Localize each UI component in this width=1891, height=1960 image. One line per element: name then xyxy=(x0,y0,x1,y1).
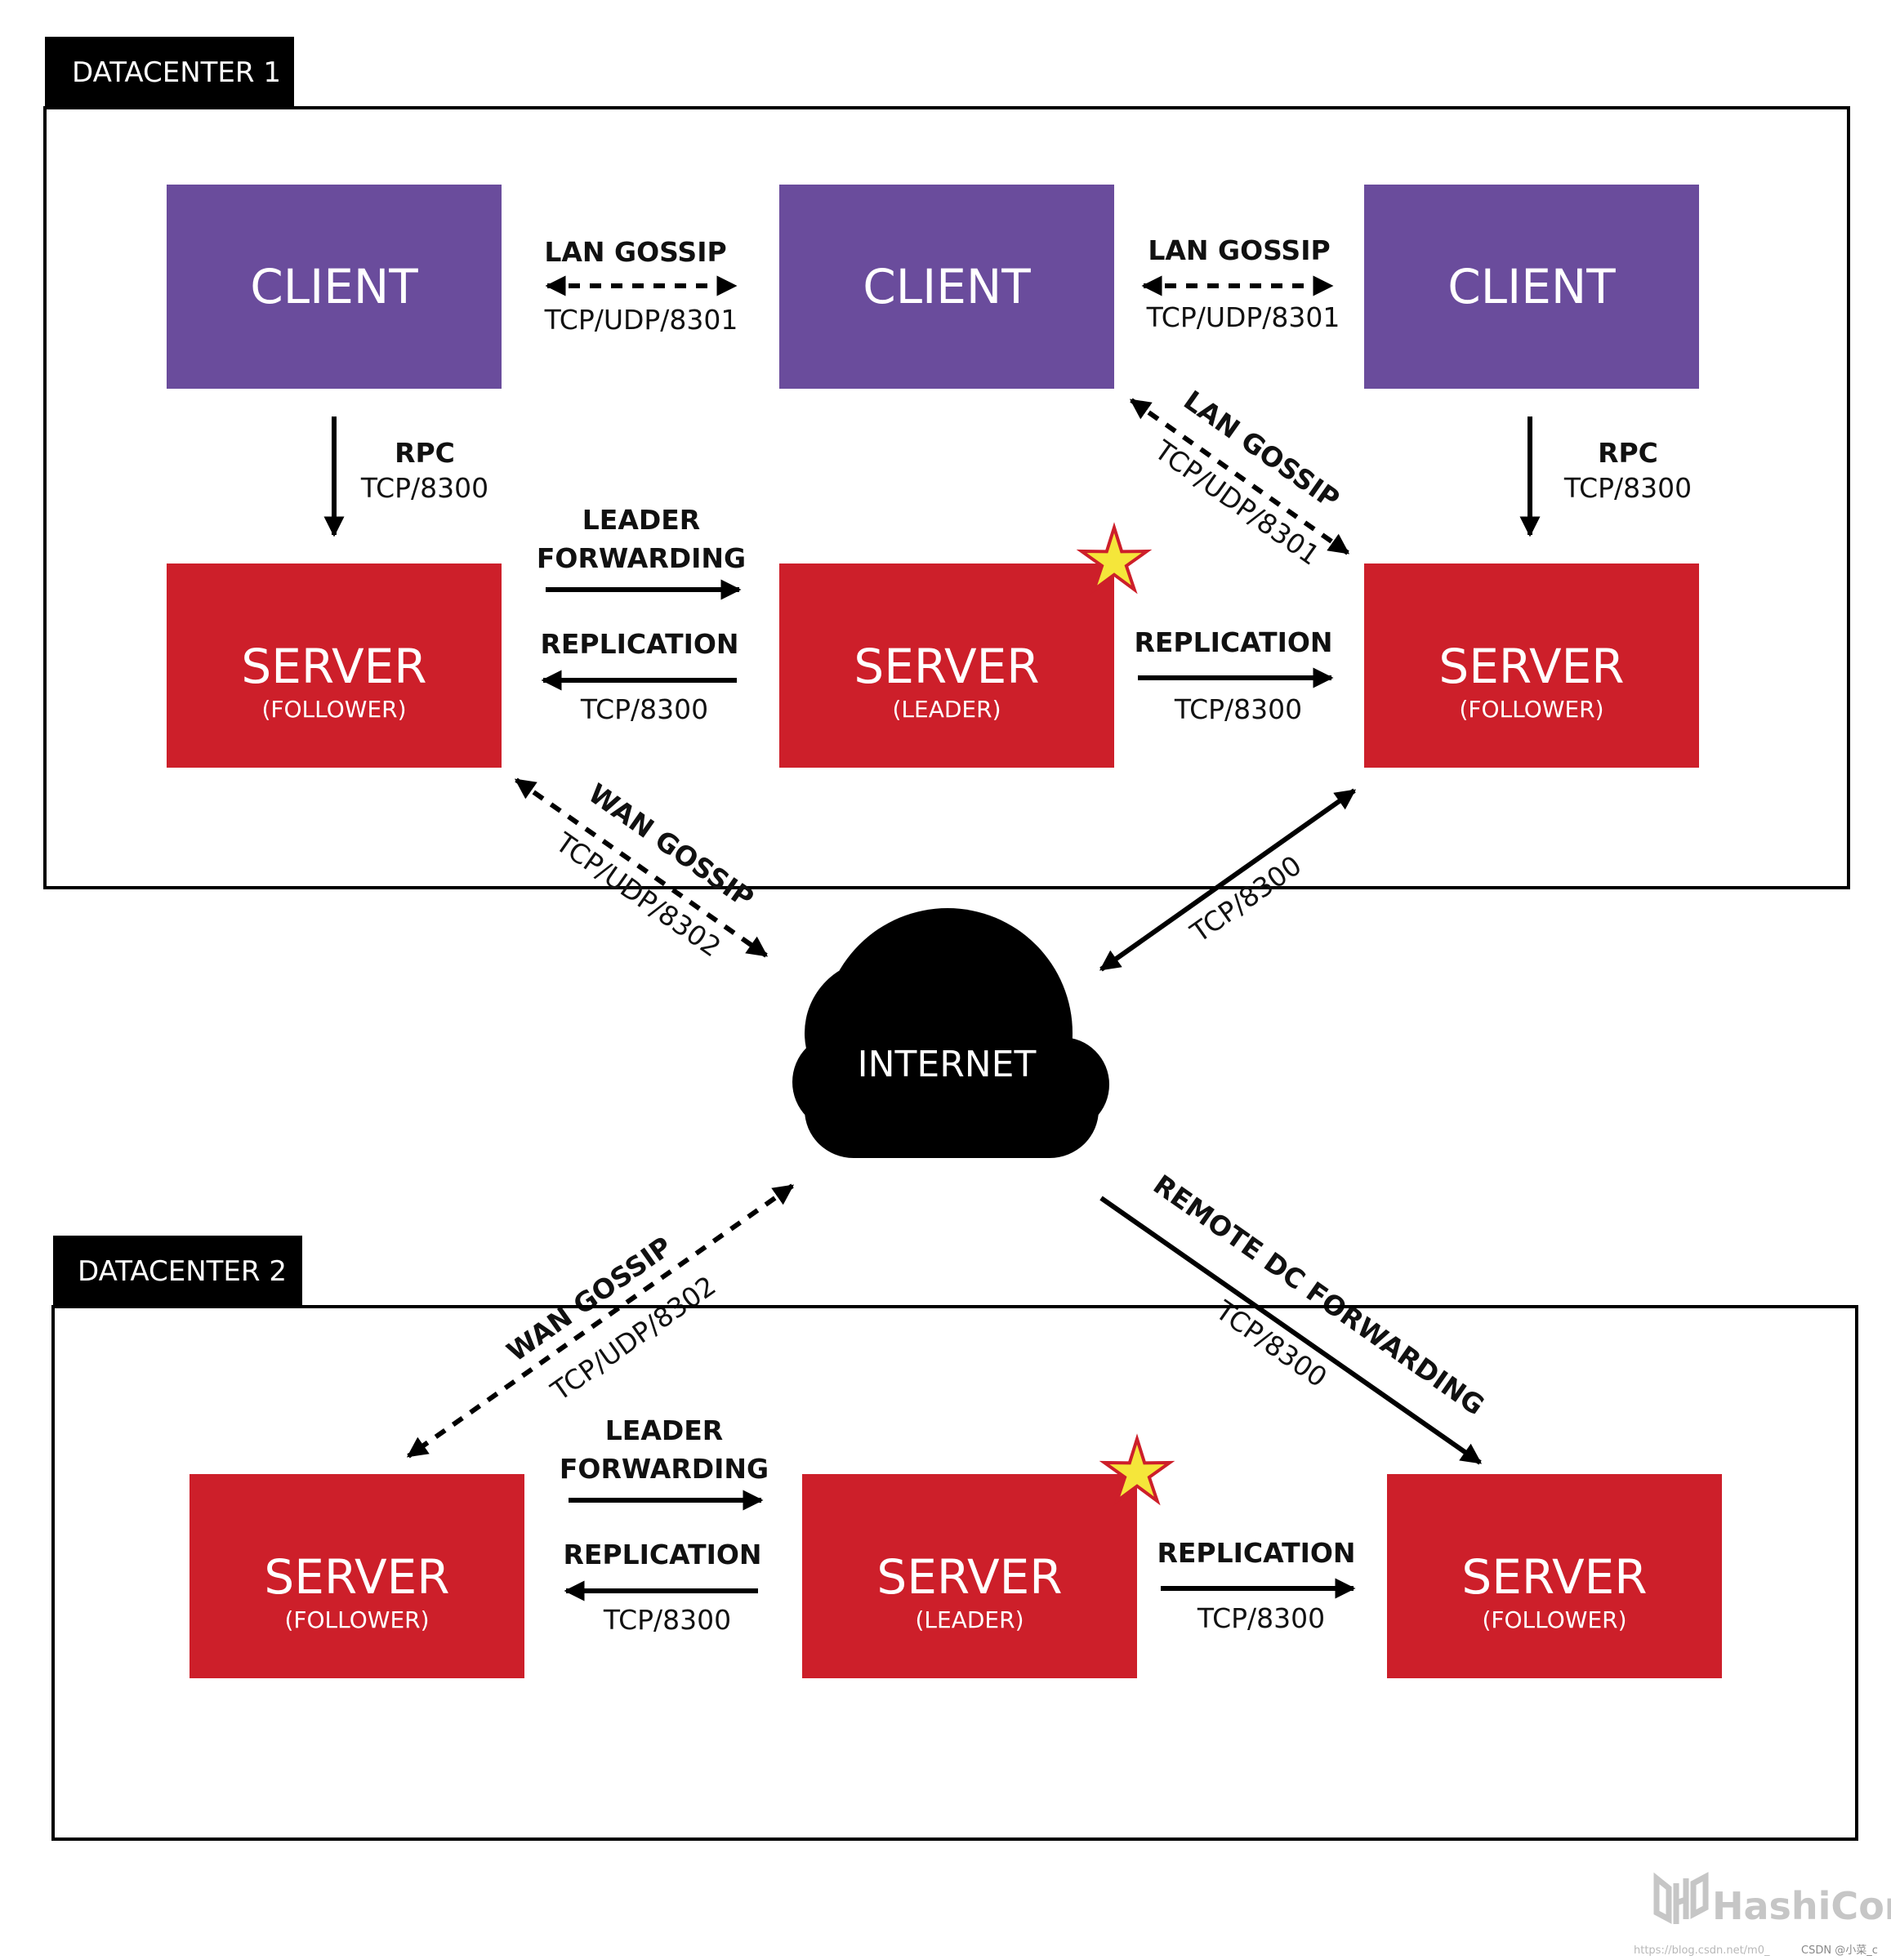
dc2-server-box-follower-left xyxy=(190,1474,524,1678)
client-2-title: CLIENT xyxy=(863,259,1031,314)
dc1-server-box-leader xyxy=(779,564,1114,768)
internet-label: INTERNET xyxy=(858,1044,1037,1085)
dc1-replication-right-label: REPLICATION xyxy=(1134,626,1332,658)
dc1-server-2-role: (LEADER) xyxy=(893,696,1001,723)
lan-gossip-diagonal-port: TCP/UDP/8301 xyxy=(1148,434,1326,572)
lan-gossip-right-port: TCP/UDP/8301 xyxy=(1146,301,1340,333)
remote-dc-forwarding-arrow xyxy=(1099,1196,1483,1465)
datacenter-1-tab xyxy=(45,37,294,109)
dc1-server-3-title: SERVER xyxy=(1438,639,1624,694)
lan-gossip-left-port: TCP/UDP/8301 xyxy=(544,304,738,336)
rpc-left-port: TCP/8300 xyxy=(360,472,488,504)
dc1-server-1-role: (FOLLOWER) xyxy=(261,696,406,723)
dc1-replication-left-port: TCP/8300 xyxy=(580,693,708,725)
dc1-leader-forwarding-line1: LEADER xyxy=(582,504,700,536)
hashicorp-logo-text: HashiCorp xyxy=(1712,1884,1891,1928)
hashicorp-logo: HashiCorp xyxy=(1653,1872,1891,1928)
dc2-replication-right-label: REPLICATION xyxy=(1157,1537,1355,1569)
rpc-left-label: RPC xyxy=(395,437,455,469)
dc2-replication-right-port: TCP/8300 xyxy=(1197,1602,1325,1634)
dc2-leader-star-icon xyxy=(1099,1433,1175,1506)
dc2-server-box-follower-right xyxy=(1387,1474,1722,1678)
dc1-server-box-follower-left xyxy=(167,564,502,768)
client-box-2 xyxy=(779,185,1114,389)
dc1-replication-left-label: REPLICATION xyxy=(540,628,738,660)
lan-gossip-diagonal-arrow xyxy=(1129,398,1350,555)
hashicorp-logo-icon xyxy=(1653,1872,1709,1924)
dc2-server-3-title: SERVER xyxy=(1461,1549,1647,1605)
internet: INTERNET WAN GOSSIP TCP/UDP/8302 TCP/830… xyxy=(406,777,1490,1465)
dc2-server-2-title: SERVER xyxy=(876,1549,1062,1605)
rpc-right-port: TCP/8300 xyxy=(1563,472,1692,504)
lan-gossip-right-label: LAN GOSSIP xyxy=(1148,234,1330,266)
client-box-1 xyxy=(167,185,502,389)
dc1-server-box-follower-right xyxy=(1364,564,1699,768)
dc1-server-1-title: SERVER xyxy=(241,639,426,694)
rpc-right-label: RPC xyxy=(1598,437,1658,469)
dc1-server-2-title: SERVER xyxy=(854,639,1039,694)
dc2-server-box-leader xyxy=(802,1474,1137,1678)
client-1-title: CLIENT xyxy=(250,259,418,314)
dc1-replication-right-port: TCP/8300 xyxy=(1174,693,1302,725)
client-box-3 xyxy=(1364,185,1699,389)
client-3-title: CLIENT xyxy=(1447,259,1616,314)
dc2-leader-forwarding-line2: FORWARDING xyxy=(560,1453,769,1485)
dc2-server-1-title: SERVER xyxy=(264,1549,449,1605)
datacenter-2-tab xyxy=(53,1236,302,1307)
csdn-credit: CSDN @小菜_c xyxy=(1801,1944,1878,1957)
lan-gossip-left-label: LAN GOSSIP xyxy=(544,236,726,268)
wan-gossip-dc1-arrow xyxy=(514,777,769,958)
watermark-url: https://blog.csdn.net/m0_ xyxy=(1634,1944,1770,1957)
dc2-server-1-role: (FOLLOWER) xyxy=(284,1606,429,1633)
dc1-leader-forwarding-line2: FORWARDING xyxy=(537,542,746,574)
dc2-leader-forwarding-line1: LEADER xyxy=(605,1414,723,1446)
datacenter-1: DATACENTER 1 CLIENT CLIENT CLIENT SERVER… xyxy=(43,37,1850,889)
dc2-replication-left-label: REPLICATION xyxy=(563,1539,761,1570)
dc2-server-3-role: (FOLLOWER) xyxy=(1482,1606,1626,1633)
datacenter-1-tab-label: DATACENTER 1 xyxy=(72,56,281,89)
tcp-dc1-arrow xyxy=(1099,788,1357,972)
dc2-replication-left-port: TCP/8300 xyxy=(603,1604,731,1636)
datacenter-1-frame xyxy=(43,106,1850,889)
wan-gossip-dc2-arrow xyxy=(406,1183,795,1459)
cloud-icon xyxy=(792,908,1109,1158)
dc2-server-2-role: (LEADER) xyxy=(916,1606,1024,1633)
datacenter-2: DATACENTER 2 SERVER (FOLLOWER) SERVER (L… xyxy=(51,1236,1858,1841)
wan-gossip-dc2-port: TCP/UDP/8302 xyxy=(545,1269,722,1407)
dc1-server-3-role: (FOLLOWER) xyxy=(1459,696,1603,723)
datacenter-2-frame xyxy=(51,1305,1858,1841)
wan-gossip-dc2-label: WAN GOSSIP xyxy=(501,1230,677,1368)
datacenter-2-tab-label: DATACENTER 2 xyxy=(78,1255,287,1288)
